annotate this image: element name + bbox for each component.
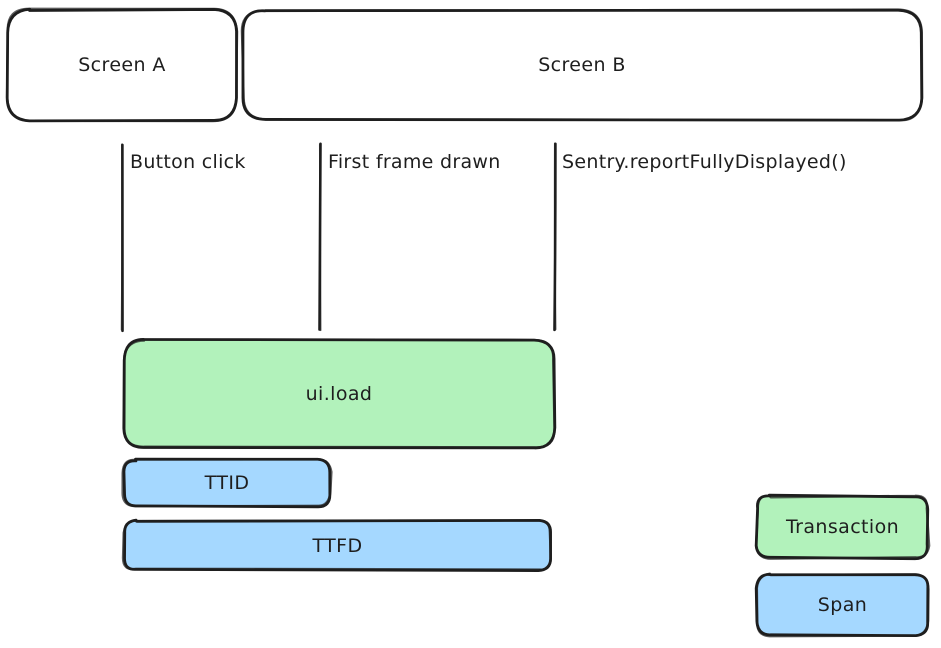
bar-ui-load: [122, 337, 557, 450]
marker-label-first-frame-drawn: First frame drawn: [328, 151, 501, 173]
legend-swatch-span: [754, 572, 930, 638]
bar-label: ui.load: [305, 383, 373, 405]
legend-swatch-transaction: [754, 493, 931, 561]
legend-item-transaction[interactable]: Transaction: [757, 496, 928, 558]
bar-ui-load-hit[interactable]: ui.load: [124, 340, 554, 448]
screen-box-screen-b: [240, 8, 924, 122]
marker-line-sentry-reportfullydisplayed: [553, 142, 557, 332]
marker-line-button-click: [120, 143, 124, 333]
legend-label: Span: [817, 594, 868, 616]
bar-ttfd: [121, 518, 552, 572]
marker-label-sentry-reportfullydisplayed: Sentry.reportFullyDisplayed(): [562, 151, 847, 173]
marker-label-button-click: Button click: [130, 151, 246, 173]
marker-line-first-frame-drawn: [318, 142, 322, 332]
screen-box-screen-a-hit[interactable]: Screen A: [8, 10, 236, 120]
screen-box-screen-b-hit[interactable]: Screen B: [243, 10, 921, 120]
legend-label: Transaction: [785, 516, 900, 538]
bar-label: TTID: [204, 472, 250, 494]
screen-box-screen-a: [5, 7, 239, 123]
bar-ttid: [121, 457, 333, 509]
bar-label: TTFD: [312, 534, 363, 557]
screen-label: Screen B: [538, 54, 626, 76]
bar-ttid-hit[interactable]: TTID: [124, 460, 330, 506]
bar-ttfd-hit[interactable]: TTFD: [124, 521, 551, 570]
legend-item-span[interactable]: Span: [757, 575, 928, 635]
screen-label: Screen A: [78, 54, 166, 76]
